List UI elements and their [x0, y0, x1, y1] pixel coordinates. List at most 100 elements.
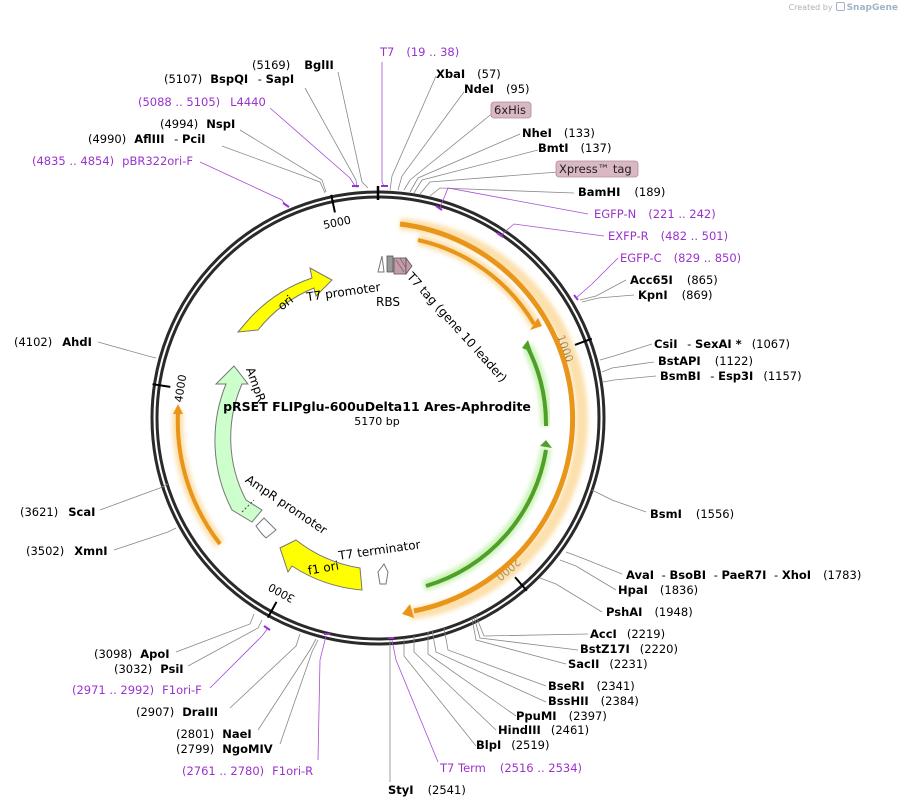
label-acc65i[interactable]: Acc65I(865) [630, 273, 718, 287]
label-6xhis[interactable]: 6xHis [490, 101, 532, 119]
plasmid-size: 5170 bp [354, 415, 399, 428]
svg-text:(4990)AflIII - PciI: (4990)AflIII - PciI [88, 132, 205, 146]
leader-xmni [113, 527, 177, 551]
leader-bsmi [591, 489, 647, 513]
label-l4440[interactable]: (5088 .. 5105)L4440 [138, 95, 266, 109]
label-avai-group[interactable]: AvaI - BsoBI - PaeR7I - XhoI(1783) [626, 568, 861, 582]
label-bspqi-sapi[interactable]: (5107)BspQI - SapI [164, 72, 294, 86]
feature-ampr[interactable] [214, 365, 263, 523]
label-pshai[interactable]: PshAI(1948) [606, 605, 693, 619]
label-exfp-r[interactable]: EXFP-R(482 .. 501) [608, 229, 728, 243]
label-egfp-c[interactable]: EGFP-C(829 .. 850) [620, 251, 741, 265]
t7-terminator-label: T7 terminator [337, 537, 422, 563]
label-apoi[interactable]: (3098)ApoI [94, 647, 170, 661]
svg-text:BsmI(1556): BsmI(1556) [650, 507, 734, 521]
label-blpi[interactable]: BlpI(2519) [476, 738, 549, 752]
leader-acci [475, 615, 589, 637]
label-ndei[interactable]: NdeI(95) [464, 82, 530, 96]
leader-hpai [559, 559, 617, 591]
svg-text:BseRI(2341): BseRI(2341) [548, 679, 635, 693]
svg-text:HpaI(1836): HpaI(1836) [618, 583, 698, 597]
label-pbr322ori-f[interactable]: (4835 .. 4854)pBR322ori-F [32, 154, 193, 168]
label-bstapi[interactable]: BstAPI(1122) [658, 354, 753, 368]
feature-t7-terminator[interactable] [377, 563, 389, 585]
ampr-promoter-label: AmpR promoter [243, 472, 330, 537]
label-bglii[interactable]: (5169)BglII [252, 58, 334, 72]
label-ppumi[interactable]: PpuMI(2397) [516, 709, 607, 723]
label-xmni[interactable]: (3502)XmnI [26, 544, 108, 558]
label-xpress-tag[interactable]: Xpress™ tag [555, 160, 639, 178]
label-bsmbi-esp3i[interactable]: BsmBI - Esp3I(1157) [660, 369, 802, 383]
leader-bstapi [601, 361, 655, 373]
label-hindiii[interactable]: HindIII(2461) [498, 723, 589, 737]
feature-f1-ori[interactable] [279, 539, 363, 591]
plasmid-name: pRSET FLIPglu-600uDelta11 Ares-Aphrodite [223, 399, 531, 414]
leader-f1orir [317, 635, 327, 761]
label-afliii-pcii[interactable]: (4990)AflIII - PciI [88, 132, 205, 146]
label-styi[interactable]: StyI(2541) [388, 783, 466, 797]
label-nhei[interactable]: NheI(133) [522, 126, 595, 140]
label-naei[interactable]: (2801)NaeI [176, 727, 252, 741]
leader-bmti [413, 149, 539, 194]
svg-text:(2761 .. 2780)F1ori-R: (2761 .. 2780)F1ori-R [182, 764, 313, 778]
feature-t7-promoter[interactable] [377, 255, 385, 273]
svg-text:6xHis: 6xHis [494, 103, 526, 117]
primer-mark-egfpn [435, 205, 443, 211]
snapgene-brand: SnapGene [846, 3, 898, 13]
primer-markers [263, 185, 579, 639]
feature-ampr-promoter[interactable] [255, 517, 277, 539]
leader-bspqi [304, 87, 358, 189]
svg-text:(2907)DraIII: (2907)DraIII [136, 705, 218, 719]
leader-bamhi [429, 187, 575, 197]
svg-text:PshAI(1948): PshAI(1948) [606, 605, 693, 619]
label-bmti[interactable]: BmtI(137) [538, 141, 611, 155]
label-draiii[interactable]: (2907)DraIII [136, 705, 218, 719]
label-psii[interactable]: (3032)PsiI [114, 662, 184, 676]
label-bseri[interactable]: BseRI(2341) [548, 679, 635, 693]
feature-cds-green-2[interactable] [425, 449, 548, 588]
leader-bstz17i [473, 616, 579, 651]
cds-green-1-arrowhead [522, 340, 532, 352]
label-sacii[interactable]: SacII(2231) [568, 657, 648, 671]
label-scai[interactable]: (3621)ScaI [20, 505, 95, 519]
feature-cds-green-1[interactable] [525, 345, 549, 427]
feature-cds-inner-top[interactable] [417, 238, 536, 326]
label-bsshii[interactable]: BssHII(2384) [548, 694, 639, 708]
label-acci[interactable]: AccI(2219) [590, 627, 665, 641]
leader-xpress [419, 171, 559, 195]
svg-text:XbaI(57): XbaI(57) [436, 67, 501, 81]
svg-text:StyI(2541): StyI(2541) [388, 783, 466, 797]
label-nspi[interactable]: (4994)NspI [160, 117, 235, 131]
label-f1ori-f[interactable]: (2971 .. 2992)F1ori-F [72, 683, 202, 697]
label-hpai[interactable]: HpaI(1836) [618, 583, 698, 597]
leader-egfpn [439, 187, 589, 215]
feature-cds-outer[interactable] [399, 221, 576, 614]
f1-ori-label: f1 ori [307, 558, 340, 577]
svg-text:EGFP-N(221 .. 242): EGFP-N(221 .. 242) [594, 207, 716, 221]
svg-text:(4102)AhdI: (4102)AhdI [14, 335, 92, 349]
feature-cds-left[interactable] [175, 411, 222, 546]
label-kpni[interactable]: KpnI(869) [638, 288, 713, 302]
label-f1ori-r[interactable]: (2761 .. 2780)F1ori-R [182, 764, 313, 778]
label-egfp-n[interactable]: EGFP-N(221 .. 242) [594, 207, 716, 221]
feature-ori[interactable] [236, 267, 333, 333]
label-bamhi[interactable]: BamHI(189) [578, 185, 665, 199]
leader-bglii [337, 71, 369, 189]
label-ahdi[interactable]: (4102)AhdI [14, 335, 92, 349]
label-t7[interactable]: T7(19 .. 38) [379, 45, 459, 59]
svg-text:HindIII(2461): HindIII(2461) [498, 723, 589, 737]
svg-text:(3502)XmnI: (3502)XmnI [26, 544, 108, 558]
label-xbai[interactable]: XbaI(57) [436, 67, 501, 81]
svg-text:BamHI(189): BamHI(189) [578, 185, 665, 199]
label-csii-sexai[interactable]: CsiI - SexAI *(1067) [654, 337, 790, 351]
label-bsmi[interactable]: BsmI(1556) [650, 507, 734, 521]
label-bstz17i[interactable]: BstZ17I(2220) [580, 642, 678, 656]
svg-text:(2801)NaeI: (2801)NaeI [176, 727, 252, 741]
svg-text:(5169)BglII: (5169)BglII [252, 58, 334, 72]
feature-rbs[interactable] [386, 255, 394, 273]
leader-csii [599, 343, 653, 361]
label-ngomiv[interactable]: (2799)NgoMIV [176, 742, 273, 756]
label-t7-term[interactable]: T7 Term(2516 .. 2534) [439, 761, 582, 775]
svg-text:BlpI(2519): BlpI(2519) [476, 738, 549, 752]
